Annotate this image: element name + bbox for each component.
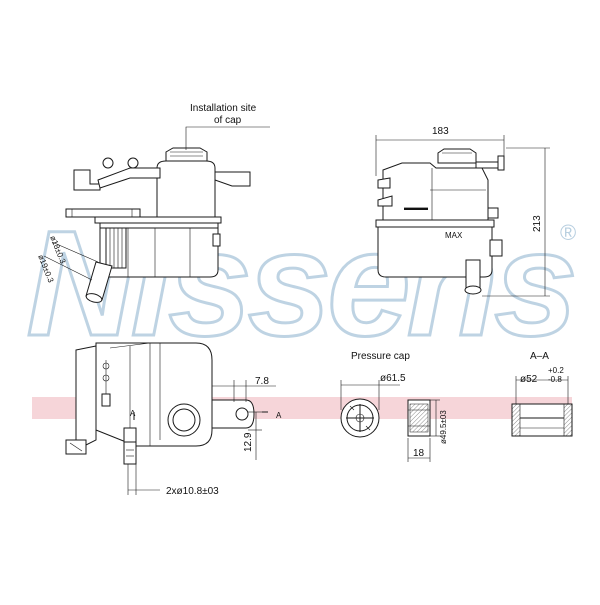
- pressure-cap-label: Pressure cap: [351, 351, 410, 362]
- watermark-logo-text: Nissens: [26, 199, 573, 367]
- section-aa-label: A–A: [530, 351, 549, 362]
- section-marker-right: A: [276, 411, 282, 420]
- section-marker-left: A: [130, 409, 136, 418]
- of-cap-label: of cap: [214, 115, 242, 126]
- side-view: ▬▬▬ MAX 183 213: [375, 126, 550, 297]
- dim-52-label: ø52: [520, 374, 538, 385]
- dim-49-5-label: ø49.5±03: [439, 410, 448, 444]
- dim-12-9-label: 12.9: [243, 432, 254, 452]
- section-aa-view: A–A ø52 +0.2 -0.8: [511, 351, 573, 437]
- dim-7-8-label: 7.8: [255, 376, 269, 387]
- svg-text:MAX: MAX: [445, 231, 463, 240]
- pressure-cap-view: Pressure cap ø61.5 ø49.5±03 18: [340, 351, 448, 462]
- dim-2x10-8-label: 2xø10.8±03: [166, 486, 219, 497]
- svg-text:▬▬▬: ▬▬▬: [404, 203, 428, 212]
- dim-61-5-label: ø61.5: [380, 373, 406, 384]
- installation-site-label: Installation site: [190, 103, 257, 114]
- dim-height-label: 213: [532, 215, 543, 232]
- dim-18-label: 18: [413, 448, 425, 459]
- watermark: Nissens ®: [25, 198, 579, 419]
- top-view: A A 7.8 12.9 2xø10.8±03: [65, 342, 282, 497]
- tolerance-plus-label: +0.2: [548, 366, 564, 375]
- watermark-registered-mark: ®: [560, 220, 576, 245]
- tolerance-minus-label: -0.8: [548, 375, 562, 384]
- dim-width-label: 183: [432, 126, 449, 137]
